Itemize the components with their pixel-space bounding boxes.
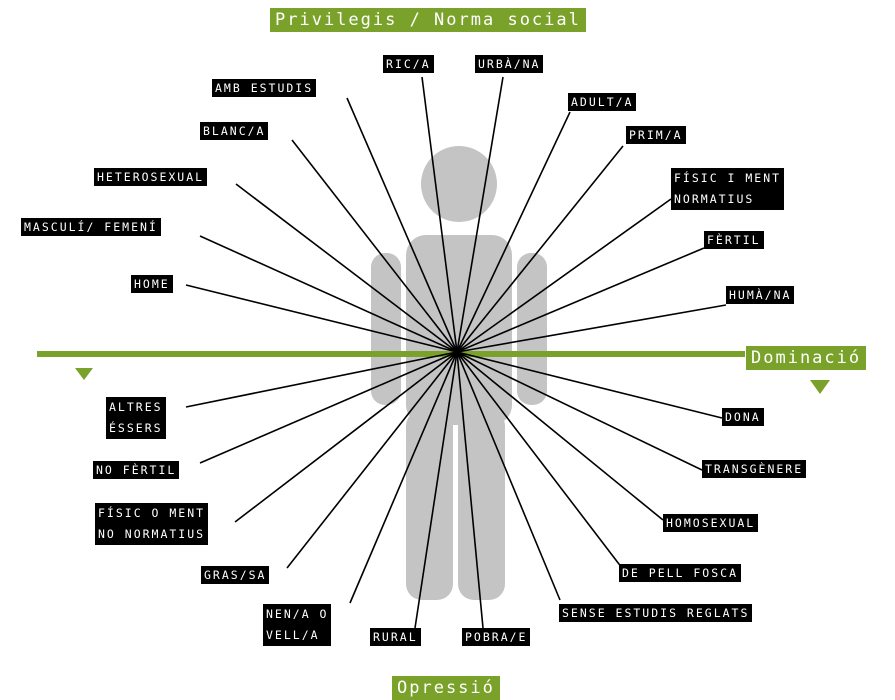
connector-line (456, 351, 723, 419)
label-de-pell-fosca: DE PELL FOSCA (619, 564, 742, 582)
triangle-down-icon (75, 368, 93, 380)
connector-line (456, 247, 705, 353)
label-ric: RIC/A (383, 55, 434, 73)
domination-heading: Dominació (746, 346, 867, 370)
connector-line (456, 304, 727, 353)
label-transgenere: TRANSGÈNERE (702, 460, 807, 478)
label-line-2: ÉSSERS (109, 421, 163, 435)
connector-line (185, 284, 458, 353)
label-line-2: VELL/A (266, 628, 320, 642)
label-adult: ADULT/A (568, 93, 637, 111)
label-line-1: NEN/A O (266, 607, 329, 621)
label-huma: HUMÀ/NA (726, 286, 795, 304)
connector-line (456, 198, 672, 353)
label-pobra: POBRA/E (462, 628, 531, 646)
connector-line (414, 351, 458, 629)
human-figure-icon (371, 146, 547, 600)
label-homosexual: HOMOSEXUAL (663, 514, 759, 532)
connector-line (421, 76, 458, 353)
label-fertil: FÈRTIL (704, 231, 764, 249)
label-amb-estudis: AMB ESTUDIS (212, 79, 317, 97)
label-fisic-o-ment-no-normatius: FÍSIC O MENT NO NORMATIUS (95, 503, 209, 545)
connector-lines (185, 76, 727, 629)
label-gras: GRAS/SA (201, 566, 270, 584)
label-fisic-i-ment-normatius: FÍSIC I MENT NORMATIUS (671, 168, 785, 210)
label-line-1: ALTRES (109, 400, 163, 414)
connector-line (456, 111, 571, 353)
privilege-heading: Privilegis / Norma social (270, 8, 586, 32)
connector-line (456, 351, 561, 601)
connector-line (456, 351, 664, 521)
label-masculi-femeni: MASCULÍ/ FEMENÍ (21, 218, 161, 236)
label-urba: URBÀ/NA (475, 55, 544, 73)
label-dona: DONA (722, 408, 764, 426)
label-heterosexual: HETEROSEXUAL (94, 168, 208, 186)
connector-line (235, 183, 458, 353)
connector-line (286, 351, 458, 569)
oppression-heading: Opressió (392, 676, 500, 700)
connector-line (456, 76, 504, 353)
connector-line (456, 351, 484, 629)
connector-line (291, 139, 458, 353)
connector-line (456, 351, 623, 569)
connector-line (456, 145, 624, 353)
label-blanc: BLANC/A (200, 122, 269, 140)
connector-line (456, 351, 703, 471)
connector-line (199, 235, 458, 353)
label-nen-o-vell: NEN/A O VELL/A (263, 604, 332, 646)
triangle-down-icon (810, 380, 830, 394)
label-home: HOME (131, 275, 173, 293)
connector-line (199, 351, 458, 464)
connector-line (346, 97, 458, 353)
label-line-2: NORMATIUS (674, 192, 755, 206)
label-altres-essers: ALTRES ÉSSERS (106, 397, 166, 439)
label-line-1: FÍSIC O MENT (98, 506, 206, 520)
connector-line (185, 351, 458, 408)
connector-line (349, 351, 458, 604)
label-prim: PRIM/A (626, 126, 686, 144)
label-no-fertil: NO FÈRTIL (93, 461, 180, 479)
label-rural: RURAL (370, 628, 421, 646)
connector-line (234, 351, 458, 523)
label-sense-estudis-reglats: SENSE ESTUDIS REGLATS (559, 604, 753, 622)
label-line-1: FÍSIC I MENT (674, 171, 782, 185)
label-line-2: NO NORMATIUS (98, 527, 206, 541)
